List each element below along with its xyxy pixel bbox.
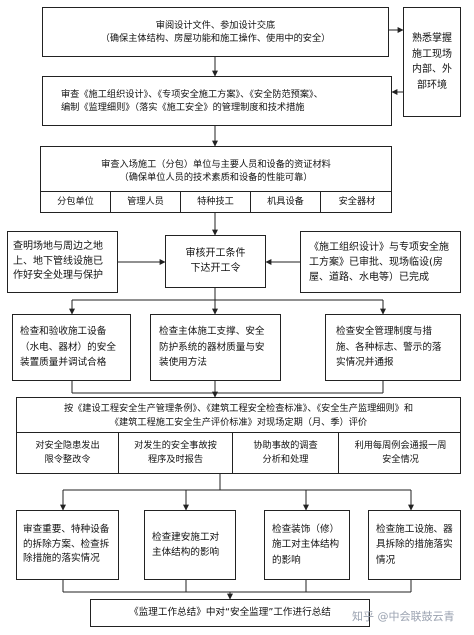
plan-review-line1: 审查《施工组织设计》、《专项安全施工方案》、《安全防范预案》、 (61, 88, 323, 100)
decoration-impact-text: 检查装饰（修）施工对主体结构的影响 (272, 523, 340, 566)
entry-qualification-box: 审查入场施工（分包）单位与主要人员和设备的资证材料 （确保单位人员的技术素质和设… (40, 146, 392, 213)
check-structure-text: 检查主体施工支撑、安全防护系统的器材质量与安装使用方法 (159, 326, 265, 369)
check-equipment-box: 检查和验收施工设备（水电、器材）的安全装置质量并调试合格 (12, 314, 131, 381)
site-environment-text: 熟悉掌握施工现场内部、外部环境 (412, 33, 452, 91)
plan-review-box: 审查《施工组织设计》、《专项安全施工方案》、《安全防范预案》、 编制《监理细则》… (42, 76, 392, 126)
check-management-box: 检查安全管理制度与措施、各种标志、警示的落实情况并通报 (325, 314, 461, 381)
category-equipment: 机具设备 (251, 192, 321, 212)
facility-removal-text: 检查施工设施、器具拆除的措施落实情况 (376, 523, 453, 566)
check-structure-box: 检查主体施工支撑、安全防护系统的器材质量与安装使用方法 (150, 314, 281, 381)
design-review-subtitle: （确保主体结构、房屋功能和施工操作、使用中的安全） (100, 33, 331, 44)
dismantle-plan-box: 审查重要、特种设备的拆除方案、检查拆除措施的落实情况 (16, 510, 119, 580)
entry-qualification-subtitle: （确保单位人员的技术素质和设备的性能可靠） (119, 172, 313, 183)
facility-removal-box: 检查施工设施、器具拆除的措施落实情况 (368, 510, 461, 580)
install-impact-box: 检查建安施工对主体结构的影响 (144, 510, 236, 580)
evaluation-action-row: 对安全隐患发出限令整改令 对发生的安全事故按程序及时报告 协助事故的调查分析和处… (17, 432, 460, 473)
plan-approved-box: 《施工组织设计》与专项安全施工方案》已审批、现场临设(房屋、道路、水电等）已完成 (300, 231, 461, 293)
decoration-impact-box: 检查装饰（修）施工对主体结构的影响 (264, 510, 350, 580)
evaluation-line2: 《建筑工程施工安全生产评价标准》对现场定期（月、季）评价 (109, 416, 368, 428)
final-summary-text: 《监理工作总结》中对“安全监理”工作进行总结 (129, 607, 331, 619)
category-management: 管理人员 (111, 192, 181, 212)
plan-review-line2: 编制《监理细则》（落实《施工安全》的管理制度和技术措施 (61, 102, 305, 113)
action-rectify-order: 对安全隐患发出限令整改令 (17, 433, 119, 473)
design-review-title: 审阅设计文件、参加设计交底 (155, 19, 276, 31)
start-approval-line1: 审核开工条件 (185, 248, 246, 259)
check-equipment-text: 检查和验收施工设备（水电、器材）的安全装置质量并调试合格 (20, 326, 116, 369)
entry-category-row: 分包单位 管理人员 特种技工 机具设备 安全器材 (41, 191, 391, 212)
design-review-box: 审阅设计文件、参加设计交底 （确保主体结构、房屋功能和施工操作、使用中的安全） (42, 7, 389, 57)
site-pipeline-box: 查明场地与周边之地上、地下管线设施已作好安全处理与保护 (7, 231, 118, 293)
watermark: 知乎 @中会联鼓云青 (352, 610, 455, 623)
category-special-workers: 特种技工 (181, 192, 251, 212)
action-accident-investigation: 协助事故的调查分析和处理 (233, 433, 339, 473)
site-environment-box: 熟悉掌握施工现场内部、外部环境 (403, 7, 461, 117)
entry-qualification-title: 审查入场施工（分包）单位与主要人员和设备的资证材料 (101, 158, 331, 170)
start-approval-line2: 下达开工令 (190, 262, 241, 274)
dismantle-plan-text: 审查重要、特种设备的拆除方案、检查拆除措施的落实情况 (23, 523, 110, 565)
evaluation-box: 按《建设工程安全生产管理条例》、《建筑工程安全检查标准》、《安全生产监理细则》和… (16, 397, 461, 474)
category-subcontractor: 分包单位 (41, 192, 111, 212)
category-safety-materials: 安全器材 (338, 196, 376, 208)
final-summary-box: 《监理工作总结》中对“安全监理”工作进行总结 (90, 599, 370, 627)
evaluation-line1: 按《建设工程安全生产管理条例》、《建筑工程安全检查标准》、《安全生产监理细则》和 (63, 403, 414, 415)
action-weekly-report: 利用每周例会通报一周安全情况 (354, 440, 447, 465)
install-impact-text: 检查建安施工对主体结构的影响 (152, 531, 220, 558)
start-approval-box: 审核开工条件 下达开工令 (165, 235, 266, 288)
site-pipeline-text: 查明场地与周边之地上、地下管线设施已作好安全处理与保护 (13, 241, 103, 282)
check-management-text: 检查安全管理制度与措施、各种标志、警示的落实情况并通报 (336, 326, 442, 369)
action-accident-report: 对发生的安全事故按程序及时报告 (119, 433, 233, 473)
plan-approved-text: 《施工组织设计》与专项安全施工方案》已审批、现场临设(房屋、道路、水电等）已完成 (309, 241, 449, 283)
